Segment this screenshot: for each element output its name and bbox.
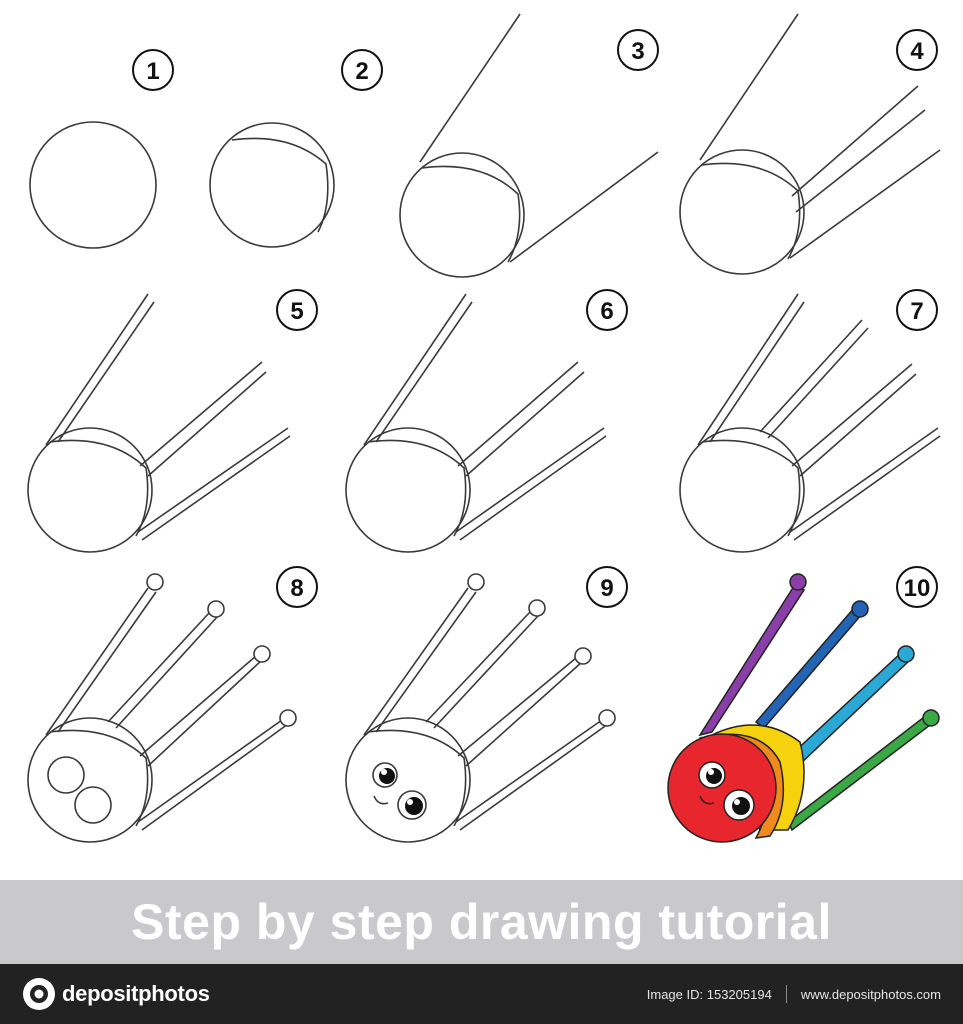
step-2: 2	[209, 49, 383, 248]
step-number-badge: 3	[617, 29, 659, 71]
satellite-sketch	[679, 293, 941, 553]
step-7: 7	[679, 289, 941, 553]
step-number: 7	[910, 298, 923, 325]
step-number: 4	[910, 38, 924, 65]
step-number-badge: 7	[896, 289, 938, 331]
site-link[interactable]: www.depositphotos.com	[800, 986, 941, 1002]
step-3: 3	[399, 13, 659, 278]
satellite-sketch	[27, 293, 291, 553]
step-number-badge: 8	[276, 566, 318, 608]
step-number-badge: 9	[586, 566, 628, 608]
step-number: 8	[290, 575, 303, 602]
satellite-sketch	[27, 573, 297, 843]
step-number-badge: 6	[586, 289, 628, 331]
step-10: 10	[667, 566, 940, 843]
step-number: 5	[290, 298, 303, 325]
camera-aperture-icon	[23, 978, 55, 1010]
step-5: 5	[27, 289, 318, 553]
divider	[785, 985, 787, 1003]
step-number-badge: 2	[341, 49, 383, 91]
step-number: 3	[631, 38, 644, 65]
step-number: 9	[600, 575, 613, 602]
step-8: 8	[27, 566, 318, 843]
brand-logo: depositphotos	[22, 977, 210, 1011]
step-number: 10	[904, 575, 931, 602]
banner-title: Step by step drawing tutorial	[131, 894, 832, 950]
eye-outline	[47, 756, 85, 794]
step-1: 1	[29, 49, 174, 249]
sphere-with-rim	[209, 122, 335, 248]
step-number-badge: 10	[896, 566, 938, 608]
colored-satellite	[667, 573, 940, 843]
footer-bar: depositphotos Image ID: 153205194 www.de…	[0, 964, 963, 1024]
step-4: 4	[679, 13, 941, 275]
satellite-sketch	[679, 13, 941, 275]
step-number: 1	[146, 58, 159, 85]
step-number-badge: 5	[276, 289, 318, 331]
image-id: Image ID: 153205194	[646, 986, 772, 1002]
step-number-badge: 1	[132, 49, 174, 91]
eye-outline	[74, 786, 112, 824]
satellite-sketch	[345, 293, 607, 553]
step-9: 9	[345, 566, 628, 843]
title-banner: Step by step drawing tutorial	[0, 880, 963, 964]
satellite-sketch	[399, 13, 659, 278]
tutorial-illustration: 1 2 3 4	[27, 13, 941, 843]
step-number: 2	[355, 58, 368, 85]
satellite-sketch	[345, 573, 616, 843]
image-meta: Image ID: 153205194 www.depositphotos.co…	[647, 985, 941, 1003]
brand-name: depositphotos	[62, 981, 210, 1006]
step-number: 6	[600, 298, 613, 325]
eyes-and-smile	[372, 762, 427, 820]
step-number-badge: 4	[896, 29, 938, 71]
sphere-outline	[29, 121, 157, 249]
step-6: 6	[345, 289, 628, 553]
